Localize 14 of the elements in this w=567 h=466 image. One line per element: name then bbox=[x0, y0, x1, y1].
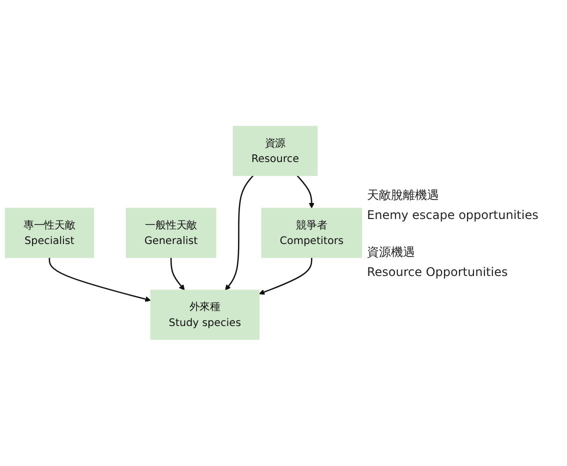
node-box: 資源 Resource bbox=[232, 126, 318, 176]
arrow bbox=[296, 175, 314, 209]
node-box: 一般性天敵 Generalist bbox=[126, 208, 216, 258]
arrow bbox=[225, 175, 254, 290]
node-box: 外來種 Study species bbox=[150, 290, 260, 340]
annotation-text: Resource Opportunities bbox=[367, 265, 509, 279]
annotation-text: 資源機遇 bbox=[367, 244, 416, 261]
annotation-text: Enemy escape opportunities bbox=[367, 208, 540, 222]
arrow bbox=[170, 258, 185, 290]
arrow bbox=[258, 258, 312, 295]
arrow bbox=[48, 258, 151, 302]
node-box: 專一性天敵 Specialist bbox=[4, 208, 94, 258]
annotation-text: 天敵脫離機遇 bbox=[367, 187, 440, 204]
node-box: 競爭者 Competitors bbox=[261, 208, 362, 258]
